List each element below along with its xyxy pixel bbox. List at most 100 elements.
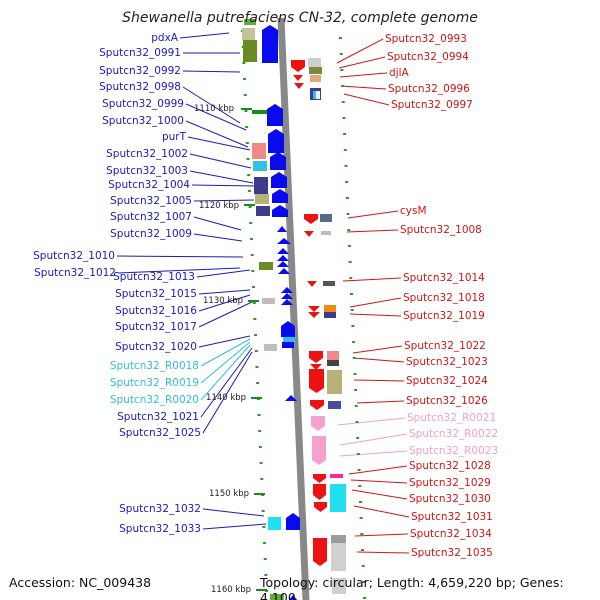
gene-label-right[interactable]: Sputcn32_0996 xyxy=(388,83,470,95)
gene-label-left[interactable]: Sputcn32_0991 xyxy=(99,47,181,59)
tick-mark xyxy=(355,421,359,423)
gene-feature xyxy=(252,110,268,114)
gene-feature xyxy=(243,40,257,62)
gene-arrow-forward xyxy=(281,293,293,299)
gene-label-right[interactable]: Sputcn32_1035 xyxy=(411,547,493,559)
gene-label-right[interactable]: Sputcn32_1031 xyxy=(411,511,493,523)
gene-label-right[interactable]: Sputcn32_1030 xyxy=(409,493,491,505)
gene-label-left[interactable]: Sputcn32_1017 xyxy=(115,321,197,333)
leader-line xyxy=(200,338,251,367)
gene-label-left[interactable]: Sputcn32_0992 xyxy=(99,65,181,77)
leader-line xyxy=(338,56,386,69)
gene-arrow-forward xyxy=(281,287,293,293)
gene-label-left[interactable]: Sputcn32_R0018 xyxy=(109,360,199,372)
leader-line xyxy=(343,93,390,106)
tick-mark xyxy=(358,485,362,487)
tick-mark xyxy=(351,325,355,327)
gene-label-left[interactable]: Sputcn32_1002 xyxy=(106,148,188,160)
gene-arrow-forward xyxy=(267,104,283,126)
gene-label-right[interactable]: cysM xyxy=(400,205,427,217)
tick-mark xyxy=(361,565,365,567)
gene-label-left[interactable]: Sputcn32_1009 xyxy=(110,228,192,240)
gene-label-left[interactable]: Sputcn32_1000 xyxy=(102,115,184,127)
gene-label-left[interactable]: Sputcn32_1013 xyxy=(113,271,195,283)
gene-arrow-reverse xyxy=(313,474,326,483)
gene-label-left[interactable]: Sputcn32_1010 xyxy=(33,250,115,262)
tick-mark xyxy=(259,462,263,464)
leader-line xyxy=(336,38,384,64)
gene-label-left[interactable]: Sputcn32_1007 xyxy=(110,211,192,223)
gene-label-right[interactable]: Sputcn32_1024 xyxy=(406,375,488,387)
tick-mark xyxy=(262,526,266,528)
gene-label-left[interactable]: Sputcn32_R0020 xyxy=(109,394,199,406)
gene-label-right[interactable]: Sputcn32_0993 xyxy=(385,33,467,45)
kbp-tick xyxy=(244,204,255,206)
gene-arrow-reverse xyxy=(313,484,326,500)
tick-mark xyxy=(340,69,344,71)
gene-arrow-reverse xyxy=(291,60,305,72)
tick-mark xyxy=(348,261,352,263)
tick-mark xyxy=(243,78,247,80)
leader-line xyxy=(339,72,388,78)
leader-line xyxy=(179,32,230,39)
gene-label-left[interactable]: Sputcn32_1025 xyxy=(119,427,201,439)
gene-label-left[interactable]: Sputcn32_1004 xyxy=(108,179,190,191)
gene-label-right[interactable]: Sputcn32_1008 xyxy=(400,224,482,236)
gene-label-left[interactable]: Sputcn32_0999 xyxy=(102,98,184,110)
leader-line xyxy=(198,294,251,312)
gene-label-right[interactable]: Sputcn32_1022 xyxy=(404,340,486,352)
gene-feature xyxy=(313,91,318,99)
gene-label-right[interactable]: Sputcn32_1023 xyxy=(406,356,488,368)
gene-label-right[interactable]: Sputcn32_1034 xyxy=(410,528,492,540)
gene-feature xyxy=(328,401,341,409)
leader-line xyxy=(193,199,255,202)
gene-label-right[interactable]: djlA xyxy=(389,67,409,79)
gene-label-right[interactable]: Sputcn32_1028 xyxy=(409,460,491,472)
gene-label-left[interactable]: Sputcn32_1005 xyxy=(110,195,192,207)
gene-label-right[interactable]: Sputcn32_R0022 xyxy=(409,428,499,440)
gene-label-right[interactable]: Sputcn32_0994 xyxy=(387,51,469,63)
gene-label-left[interactable]: Sputcn32_1021 xyxy=(117,411,199,423)
leader-line xyxy=(347,210,399,219)
gene-label-right[interactable]: Sputcn32_1019 xyxy=(403,310,485,322)
leader-line xyxy=(340,85,387,90)
gene-arrow-forward xyxy=(268,129,284,153)
leader-line xyxy=(353,357,405,363)
gene-feature xyxy=(282,342,294,348)
gene-label-left[interactable]: Sputcn32_1015 xyxy=(115,288,197,300)
gene-label-left[interactable]: Sputcn32_1003 xyxy=(106,165,188,177)
gene-label-left[interactable]: Sputcn32_0998 xyxy=(99,81,181,93)
gene-label-left[interactable]: pdxA xyxy=(151,32,178,44)
gene-label-left[interactable]: Sputcn32_1012 xyxy=(34,267,116,279)
tick-mark xyxy=(258,446,262,448)
gene-label-right[interactable]: Sputcn32_R0023 xyxy=(409,445,499,457)
gene-feature xyxy=(310,75,321,82)
leader-line xyxy=(182,70,241,73)
gene-feature xyxy=(252,143,266,159)
gene-label-right[interactable]: Sputcn32_1029 xyxy=(409,477,491,489)
gene-label-right[interactable]: Sputcn32_1018 xyxy=(403,292,485,304)
gene-label-left[interactable]: Sputcn32_1020 xyxy=(115,341,197,353)
gene-feature xyxy=(270,594,284,600)
gene-arrow-reverse xyxy=(307,281,317,287)
gene-label-left[interactable]: Sputcn32_1032 xyxy=(119,503,201,515)
tick-mark xyxy=(257,414,261,416)
gene-label-right[interactable]: Sputcn32_R0021 xyxy=(407,412,497,424)
gene-label-right[interactable]: Sputcn32_0997 xyxy=(391,99,473,111)
gene-feature xyxy=(324,312,336,318)
leader-line xyxy=(353,379,405,382)
gene-label-right[interactable]: Sputcn32_1014 xyxy=(403,272,485,284)
gene-arrow-reverse xyxy=(310,364,322,370)
gene-label-left[interactable]: purT xyxy=(161,131,186,143)
gene-label-left[interactable]: Sputcn32_1016 xyxy=(115,305,197,317)
gene-feature xyxy=(327,370,342,394)
leader-line xyxy=(337,417,406,426)
gene-label-left[interactable]: Sputcn32_R0019 xyxy=(109,377,199,389)
tick-mark xyxy=(260,478,264,480)
gene-label-left[interactable]: Sputcn32_1033 xyxy=(119,523,201,535)
gene-label-right[interactable]: Sputcn32_1026 xyxy=(406,395,488,407)
leader-line xyxy=(187,136,251,151)
tick-mark xyxy=(342,117,346,119)
gene-arrow-reverse xyxy=(304,214,318,224)
